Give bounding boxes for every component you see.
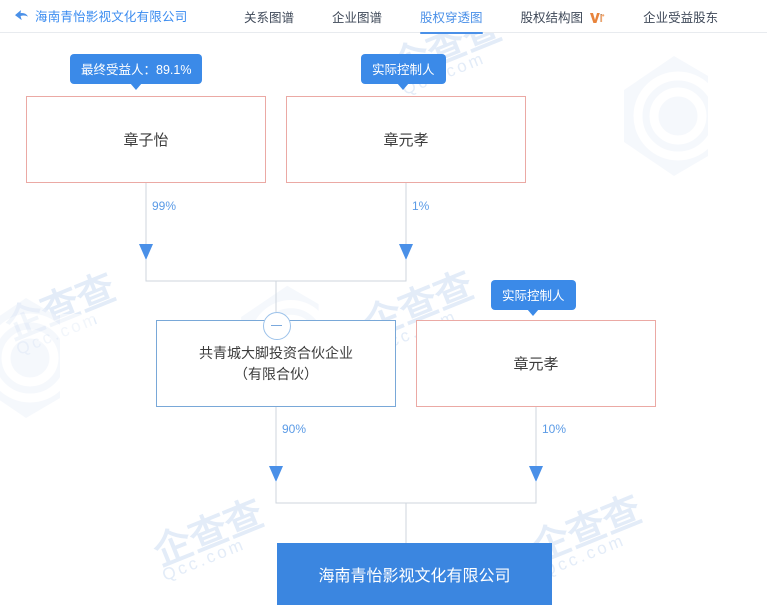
node-label: 海南青怡影视文化有限公司 bbox=[318, 568, 511, 585]
page-header: 海南青怡影视文化有限公司 关系图谱 企业图谱 股权穿透图 股权结构图 企业受益股… bbox=[0, 0, 767, 34]
edge-label-10: 10% bbox=[542, 422, 567, 436]
page-title: 海南青怡影视文化有限公司 bbox=[35, 10, 188, 24]
tab-equity-structure[interactable]: 股权结构图 bbox=[521, 0, 606, 26]
tab-label: 股权结构图 bbox=[520, 11, 584, 25]
vip-badge-icon bbox=[589, 11, 605, 25]
node-label: 章子怡 bbox=[123, 132, 169, 149]
collapse-toggle-icon[interactable] bbox=[263, 312, 291, 340]
node-label: 章元孝 bbox=[383, 132, 429, 149]
node-label-line1: 共青城大脚投资合伙企业 bbox=[199, 345, 353, 362]
edge-label-99: 99% bbox=[152, 199, 177, 213]
node-root-company[interactable]: 海南青怡影视文化有限公司 bbox=[277, 543, 552, 605]
node-zhang-yuanxiao-top[interactable]: 章元孝 bbox=[286, 96, 526, 183]
actual-controller-badge-top[interactable]: 实际控制人 bbox=[361, 54, 446, 90]
nav-tabs: 关系图谱 企业图谱 股权穿透图 股权结构图 企业受益股东 bbox=[244, 0, 718, 34]
equity-penetration-graph: 最终受益人：89.1% 实际控制人 实际控制人 章子怡 章元孝 共青城大脚投资合… bbox=[0, 32, 767, 605]
graph-edges bbox=[139, 183, 543, 543]
edge-label-90: 90% bbox=[282, 422, 307, 436]
node-label-line2: （有限合伙） bbox=[234, 365, 318, 382]
node-label: 章元孝 bbox=[513, 356, 559, 373]
node-zhang-yuanxiao-mid[interactable]: 章元孝 bbox=[416, 320, 656, 407]
edge-label-1: 1% bbox=[412, 199, 430, 213]
tab-label: 企业受益股东 bbox=[643, 11, 719, 25]
tab-beneficial-shareholder[interactable]: 企业受益股东 bbox=[643, 0, 718, 26]
tab-relationship-graph[interactable]: 关系图谱 bbox=[244, 0, 294, 26]
tab-label: 企业图谱 bbox=[332, 11, 383, 25]
back-navigation[interactable]: 海南青怡影视文化有限公司 bbox=[14, 6, 187, 25]
node-zhang-ziyi[interactable]: 章子怡 bbox=[26, 96, 266, 183]
beneficiary-badge[interactable]: 最终受益人：89.1% bbox=[70, 54, 203, 90]
back-arrow-icon[interactable] bbox=[14, 9, 29, 22]
tab-enterprise-graph[interactable]: 企业图谱 bbox=[332, 0, 382, 26]
tab-equity-penetration[interactable]: 股权穿透图 bbox=[420, 0, 483, 34]
actual-controller-badge-mid[interactable]: 实际控制人 bbox=[491, 280, 576, 316]
tab-label: 关系图谱 bbox=[244, 11, 295, 25]
tab-label: 股权穿透图 bbox=[420, 11, 483, 25]
